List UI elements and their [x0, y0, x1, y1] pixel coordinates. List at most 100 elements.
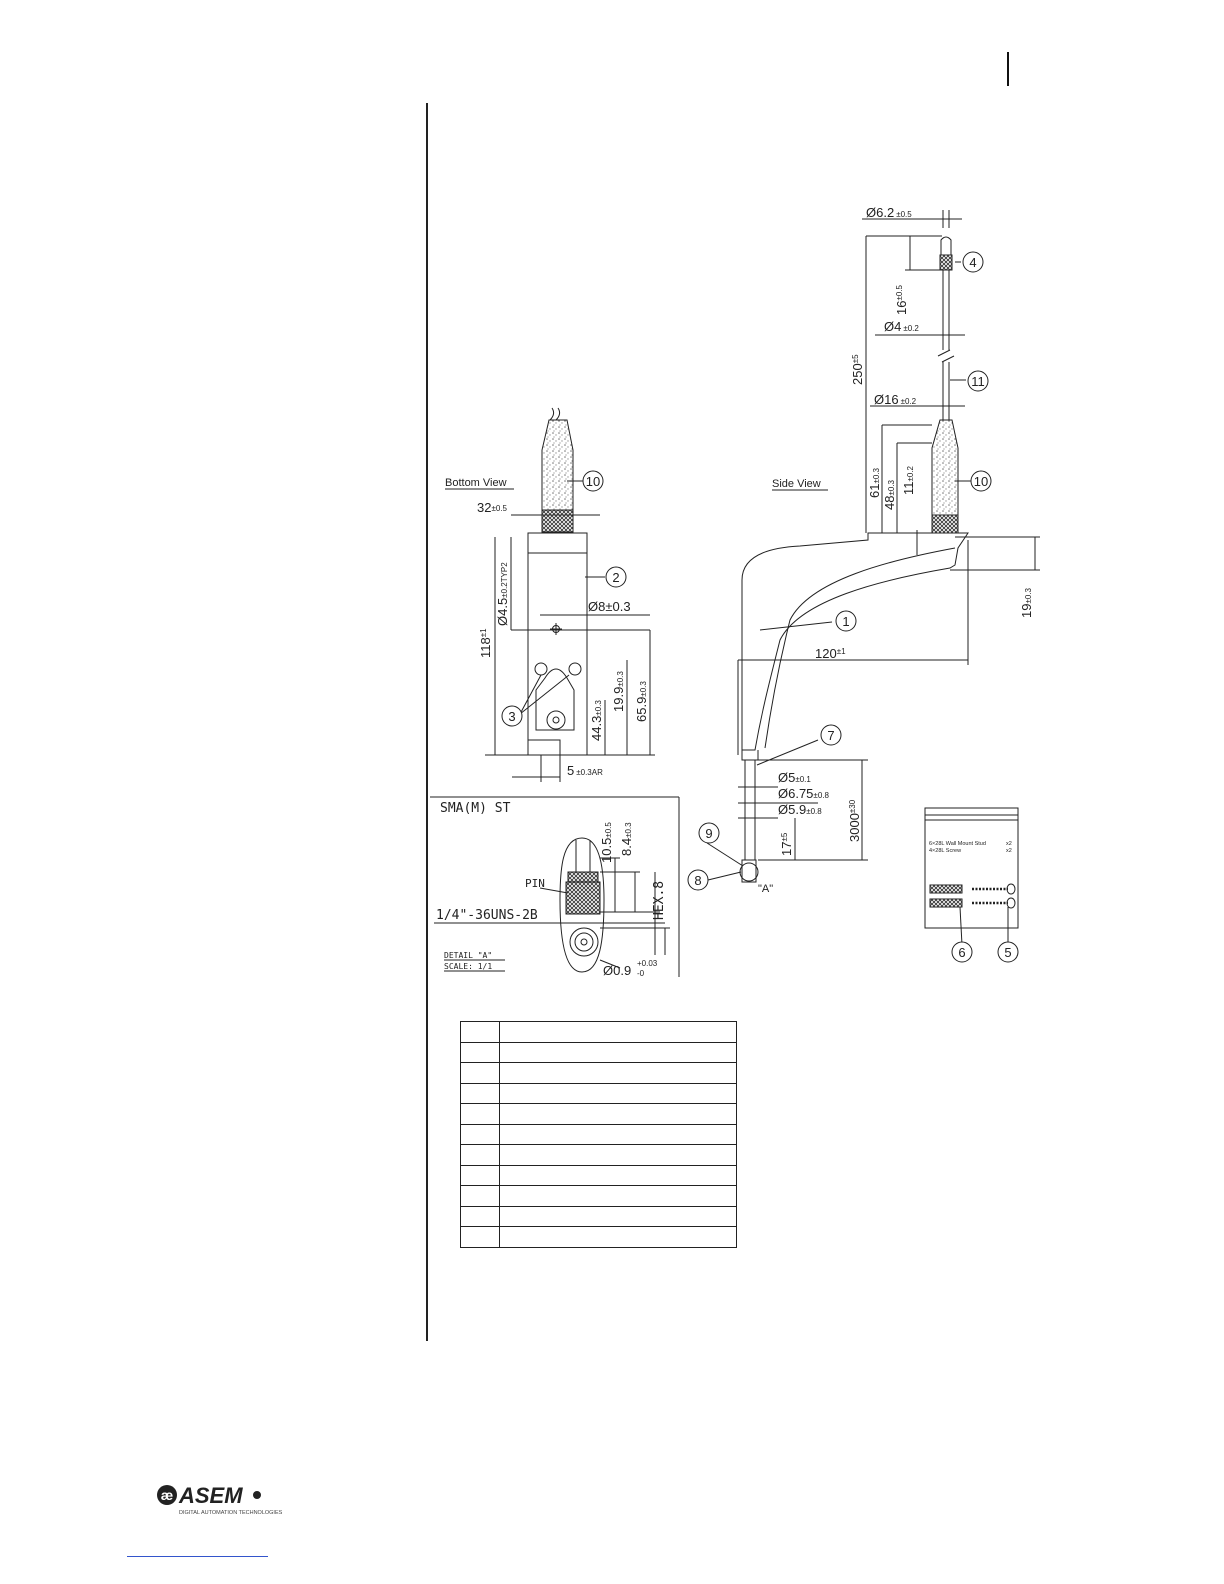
svg-text:1/4"-36UNS-2B: 1/4"-36UNS-2B: [436, 908, 538, 923]
svg-text:SCALE: 1/1: SCALE: 1/1: [444, 962, 492, 971]
parts-table-row: [460, 1082, 737, 1104]
callout-10-bottom: 10: [582, 470, 604, 492]
parts-description-cell: [499, 1185, 737, 1207]
svg-text:Ø4.5±0.2TYP2: Ø4.5±0.2TYP2: [495, 562, 510, 626]
parts-table-row: [460, 1205, 737, 1227]
svg-text:Ø0.9: Ø0.9: [603, 963, 631, 978]
svg-text:11: 11: [971, 374, 985, 389]
svg-text:48±0.3: 48±0.3: [882, 479, 897, 510]
svg-text:PIN: PIN: [525, 877, 545, 890]
callout-8: 8: [687, 869, 709, 891]
svg-text:SMA(M) ST: SMA(M) ST: [440, 801, 511, 816]
parts-item-number-cell: [460, 1103, 500, 1125]
svg-text:Ø6.75±0.8: Ø6.75±0.8: [778, 786, 829, 801]
parts-table-row: [460, 1041, 737, 1063]
svg-text:8: 8: [694, 873, 701, 888]
parts-description-cell: [499, 1021, 737, 1043]
svg-text:19±0.3: 19±0.3: [1019, 587, 1034, 618]
svg-text:1: 1: [842, 614, 849, 629]
parts-item-number-cell: [460, 1185, 500, 1207]
callout-2: 2: [605, 566, 627, 588]
svg-text:DETAIL "A": DETAIL "A": [444, 951, 492, 960]
detail-a-view: SMA(M) ST PIN 1/4"-36UNS-2B 10.5±0.5 8.4…: [430, 796, 680, 978]
svg-text:32±0.5: 32±0.5: [477, 500, 508, 515]
parts-description-cell: [499, 1041, 737, 1063]
bottom-view: Bottom View 32±0.5: [445, 407, 655, 782]
svg-text:5±0.3AR: 5±0.3AR: [567, 763, 603, 778]
svg-text:ASEM: ASEM: [178, 1483, 243, 1508]
svg-text:3000±30: 3000±30: [847, 799, 862, 842]
parts-table-row: [460, 1164, 737, 1186]
callout-6: 6: [951, 941, 973, 963]
parts-description-cell: [499, 1123, 737, 1145]
svg-text:17±5: 17±5: [779, 832, 794, 856]
svg-text:Ø16±0.2: Ø16±0.2: [874, 392, 917, 407]
callout-1: 1: [835, 610, 857, 632]
side-view: Side View: [737, 205, 1040, 895]
asem-logo: æ ASEM DIGITAL AUTOMATION TECHNOLOGIES: [157, 1483, 283, 1516]
svg-text:11±0.2: 11±0.2: [901, 465, 916, 495]
parts-table-row: [460, 1123, 737, 1145]
callout-7: 7: [820, 724, 842, 746]
side-view-label: Side View: [772, 478, 821, 490]
svg-text:-0: -0: [637, 969, 645, 978]
parts-table-row: [460, 1103, 737, 1125]
svg-text:44.3±0.3: 44.3±0.3: [589, 700, 604, 741]
svg-text:61±0.3: 61±0.3: [867, 467, 882, 498]
svg-text:Ø6.2±0.5: Ø6.2±0.5: [866, 205, 912, 220]
parts-description-cell: [499, 1226, 737, 1248]
svg-text:4×28L Screw: 4×28L Screw: [929, 848, 961, 854]
parts-table-row: [460, 1144, 737, 1166]
svg-text:10: 10: [586, 474, 600, 489]
parts-item-number-cell: [460, 1041, 500, 1063]
parts-table: [460, 1021, 737, 1248]
parts-description-cell: [499, 1205, 737, 1227]
parts-item-number-cell: [460, 1082, 500, 1104]
svg-text:6: 6: [958, 945, 965, 960]
svg-text:19.9±0.3: 19.9±0.3: [611, 671, 626, 712]
svg-text:2: 2: [612, 570, 619, 585]
callout-10-side: 10: [970, 470, 992, 492]
svg-text:120±1: 120±1: [815, 646, 846, 661]
svg-text:5: 5: [1004, 945, 1011, 960]
parts-item-number-cell: [460, 1164, 500, 1186]
svg-text:HEX.8: HEX.8: [652, 881, 667, 920]
svg-text:118±1: 118±1: [478, 628, 493, 658]
svg-text:10: 10: [974, 474, 988, 489]
svg-text:Ø5.9±0.8: Ø5.9±0.8: [778, 802, 822, 817]
svg-text:x2: x2: [1006, 841, 1012, 847]
svg-text:7: 7: [827, 728, 834, 743]
parts-description-cell: [499, 1082, 737, 1104]
left-margin-rule: [426, 103, 428, 1341]
footer-link-underline: [127, 1556, 268, 1557]
callout-5: 5: [997, 941, 1019, 963]
svg-text:3: 3: [508, 709, 515, 724]
parts-table-row: [460, 1185, 737, 1207]
parts-description-cell: [499, 1062, 737, 1084]
callouts: 1 2 3 4 5 6 7 8 9 10 10 11: [501, 251, 1019, 963]
svg-text:8.4±0.3: 8.4±0.3: [619, 822, 634, 856]
svg-text:6×28L Wall Mount Stud: 6×28L Wall Mount Stud: [929, 841, 986, 847]
svg-text:DIGITAL AUTOMATION TECHNOLOGIE: DIGITAL AUTOMATION TECHNOLOGIES: [179, 1510, 283, 1516]
svg-text:"A": "A": [758, 883, 773, 895]
page-number-marker: [1007, 52, 1009, 86]
parts-item-number-cell: [460, 1123, 500, 1145]
svg-text:9: 9: [705, 826, 712, 841]
parts-item-number-cell: [460, 1144, 500, 1166]
parts-table-row: [460, 1226, 737, 1248]
svg-text:65.9±0.3: 65.9±0.3: [634, 681, 649, 722]
svg-text:Ø4±0.2: Ø4±0.2: [884, 319, 919, 334]
parts-item-number-cell: [460, 1205, 500, 1227]
parts-description-cell: [499, 1164, 737, 1186]
parts-item-number-cell: [460, 1021, 500, 1043]
parts-description-cell: [499, 1144, 737, 1166]
callout-4: 4: [962, 251, 984, 273]
callout-9: 9: [698, 822, 720, 844]
svg-text:x2: x2: [1006, 848, 1012, 854]
svg-text:16±0.5: 16±0.5: [894, 284, 909, 315]
svg-text:4: 4: [969, 255, 976, 270]
parts-table-row: [460, 1062, 737, 1084]
parts-table-row: [460, 1021, 737, 1043]
callout-11: 11: [967, 370, 989, 392]
svg-text:Ø8±0.3: Ø8±0.3: [588, 599, 631, 614]
